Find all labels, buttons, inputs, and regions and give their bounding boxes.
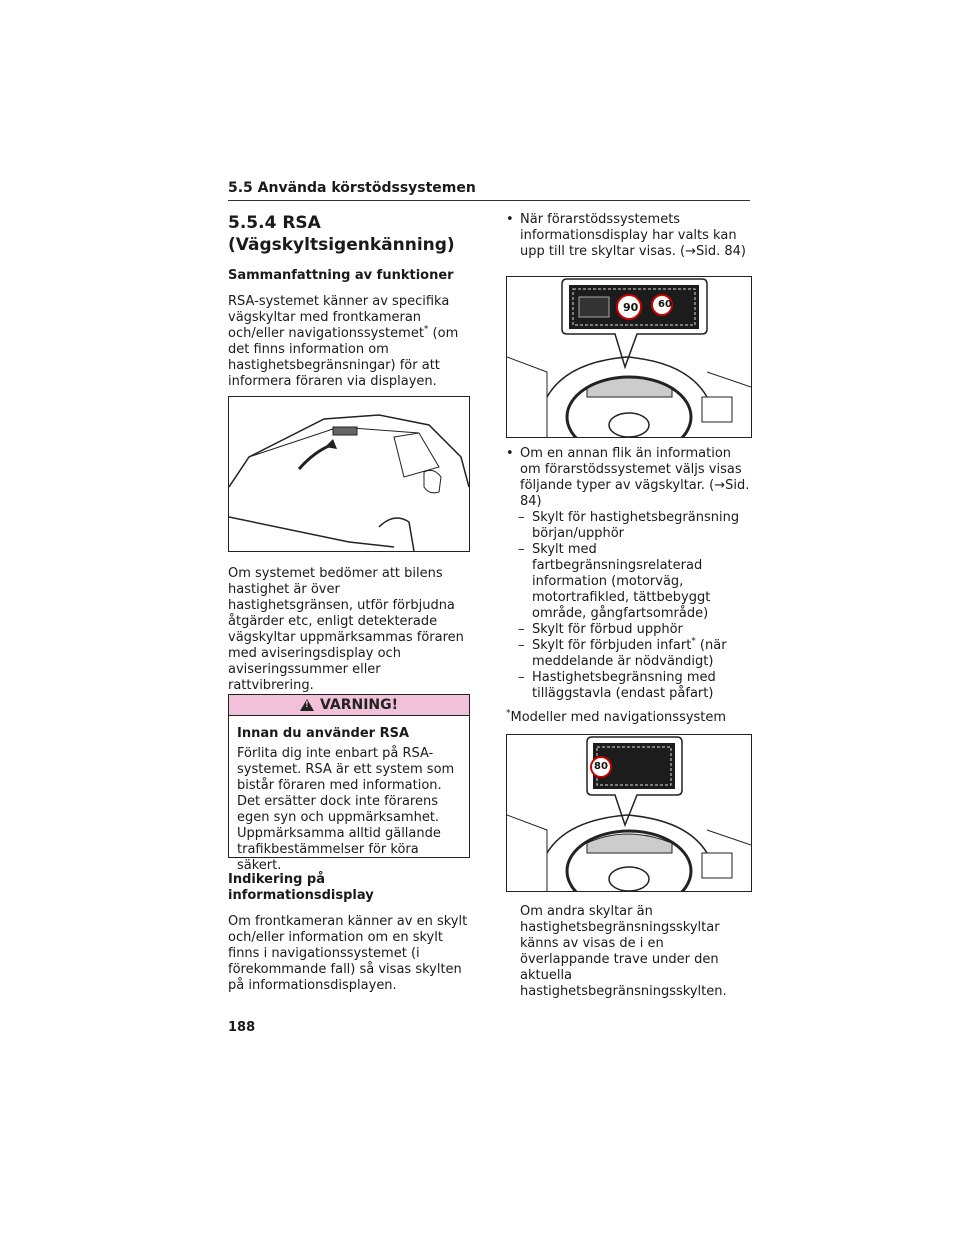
body-text: Om systemet bedömer att bilens hastighet… bbox=[228, 566, 464, 693]
right-footnote: *Modeller med navigationssystem bbox=[506, 708, 750, 726]
bullet-item-2: Om en annan flik än information om förar… bbox=[506, 446, 750, 510]
dash-item-3: Skylt för förbud upphör bbox=[506, 622, 750, 638]
dashboard-single-sign-illustration: 80 bbox=[506, 734, 752, 892]
dash-item-4: Skylt för förbjuden infart* (när meddela… bbox=[506, 636, 750, 670]
bullet-item-1: När förarstödssystemets informationsdisp… bbox=[506, 212, 750, 260]
dash-item-1: Skylt för hastighetsbegränsning början/u… bbox=[506, 510, 750, 542]
dash-item-5: Hastighetsbegränsning med tilläggstavla … bbox=[506, 670, 750, 702]
right-column-top: När förarstödssystemets informationsdisp… bbox=[506, 212, 750, 260]
left-column-top: 5.5.4 RSA (Vägskyltsigenkänning) Sammanf… bbox=[228, 212, 473, 390]
left-column-bottom: Indikering på informationsdisplay Om fro… bbox=[228, 872, 470, 994]
warning-heading: Innan du använder RSA bbox=[237, 726, 410, 741]
display-text: Om frontkameran känner av en skylt och/e… bbox=[228, 914, 468, 993]
dash-item-4-mark: * bbox=[691, 636, 696, 647]
dash-item-4-b: (när meddelande är nödvändigt) bbox=[532, 638, 727, 669]
dash-item-4-a: Skylt för förbjuden infart bbox=[532, 638, 692, 653]
summary-text: RSA-systemet känner av specifika vägskyl… bbox=[228, 294, 473, 390]
warning-text: Förlita dig inte enbart på RSA-systemet.… bbox=[237, 746, 455, 873]
car-camera-illustration bbox=[228, 396, 470, 552]
speed-sign-90: 90 bbox=[623, 301, 639, 314]
section-divider bbox=[228, 200, 750, 201]
warning-box: VARNING! Innan du använder RSA Förlita d… bbox=[228, 694, 470, 873]
closing-text: Om andra skyltar än hastighetsbegränsnin… bbox=[520, 904, 727, 999]
section-title-line1: 5.5.4 RSA bbox=[228, 213, 321, 233]
warning-label: VARNING! bbox=[319, 697, 399, 713]
speed-sign-60: 60 bbox=[658, 299, 672, 310]
dash-item-2: Skylt med fartbegränsningsrelaterad info… bbox=[506, 542, 750, 622]
dashboard-three-signs-illustration: 90 60 bbox=[506, 276, 752, 438]
display-heading: Indikering på informationsdisplay bbox=[228, 872, 374, 903]
right-footnote-text: Modeller med navigationssystem bbox=[510, 710, 727, 725]
summary-text-b: (om det finns information om hastighetsb… bbox=[228, 326, 459, 389]
section-title-line2: (Vägskyltsigenkänning) bbox=[228, 235, 455, 255]
right-column-mid: Om en annan flik än information om förar… bbox=[506, 446, 750, 726]
speed-sign-80: 80 bbox=[594, 761, 608, 772]
section-header: 5.5 Använda körstödssystemen bbox=[228, 180, 476, 196]
summary-heading: Sammanfattning av funktioner bbox=[228, 268, 454, 283]
right-column-bottom: Om andra skyltar än hastighetsbegränsnin… bbox=[520, 904, 750, 1000]
warning-triangle-icon bbox=[299, 699, 314, 711]
page-number: 188 bbox=[228, 1020, 256, 1035]
summary-text-a: RSA-systemet känner av specifika vägskyl… bbox=[228, 294, 450, 341]
summary-footnote-mark: * bbox=[423, 324, 429, 335]
warning-header: VARNING! bbox=[229, 695, 469, 716]
right-footnote-mark: * bbox=[506, 708, 511, 719]
